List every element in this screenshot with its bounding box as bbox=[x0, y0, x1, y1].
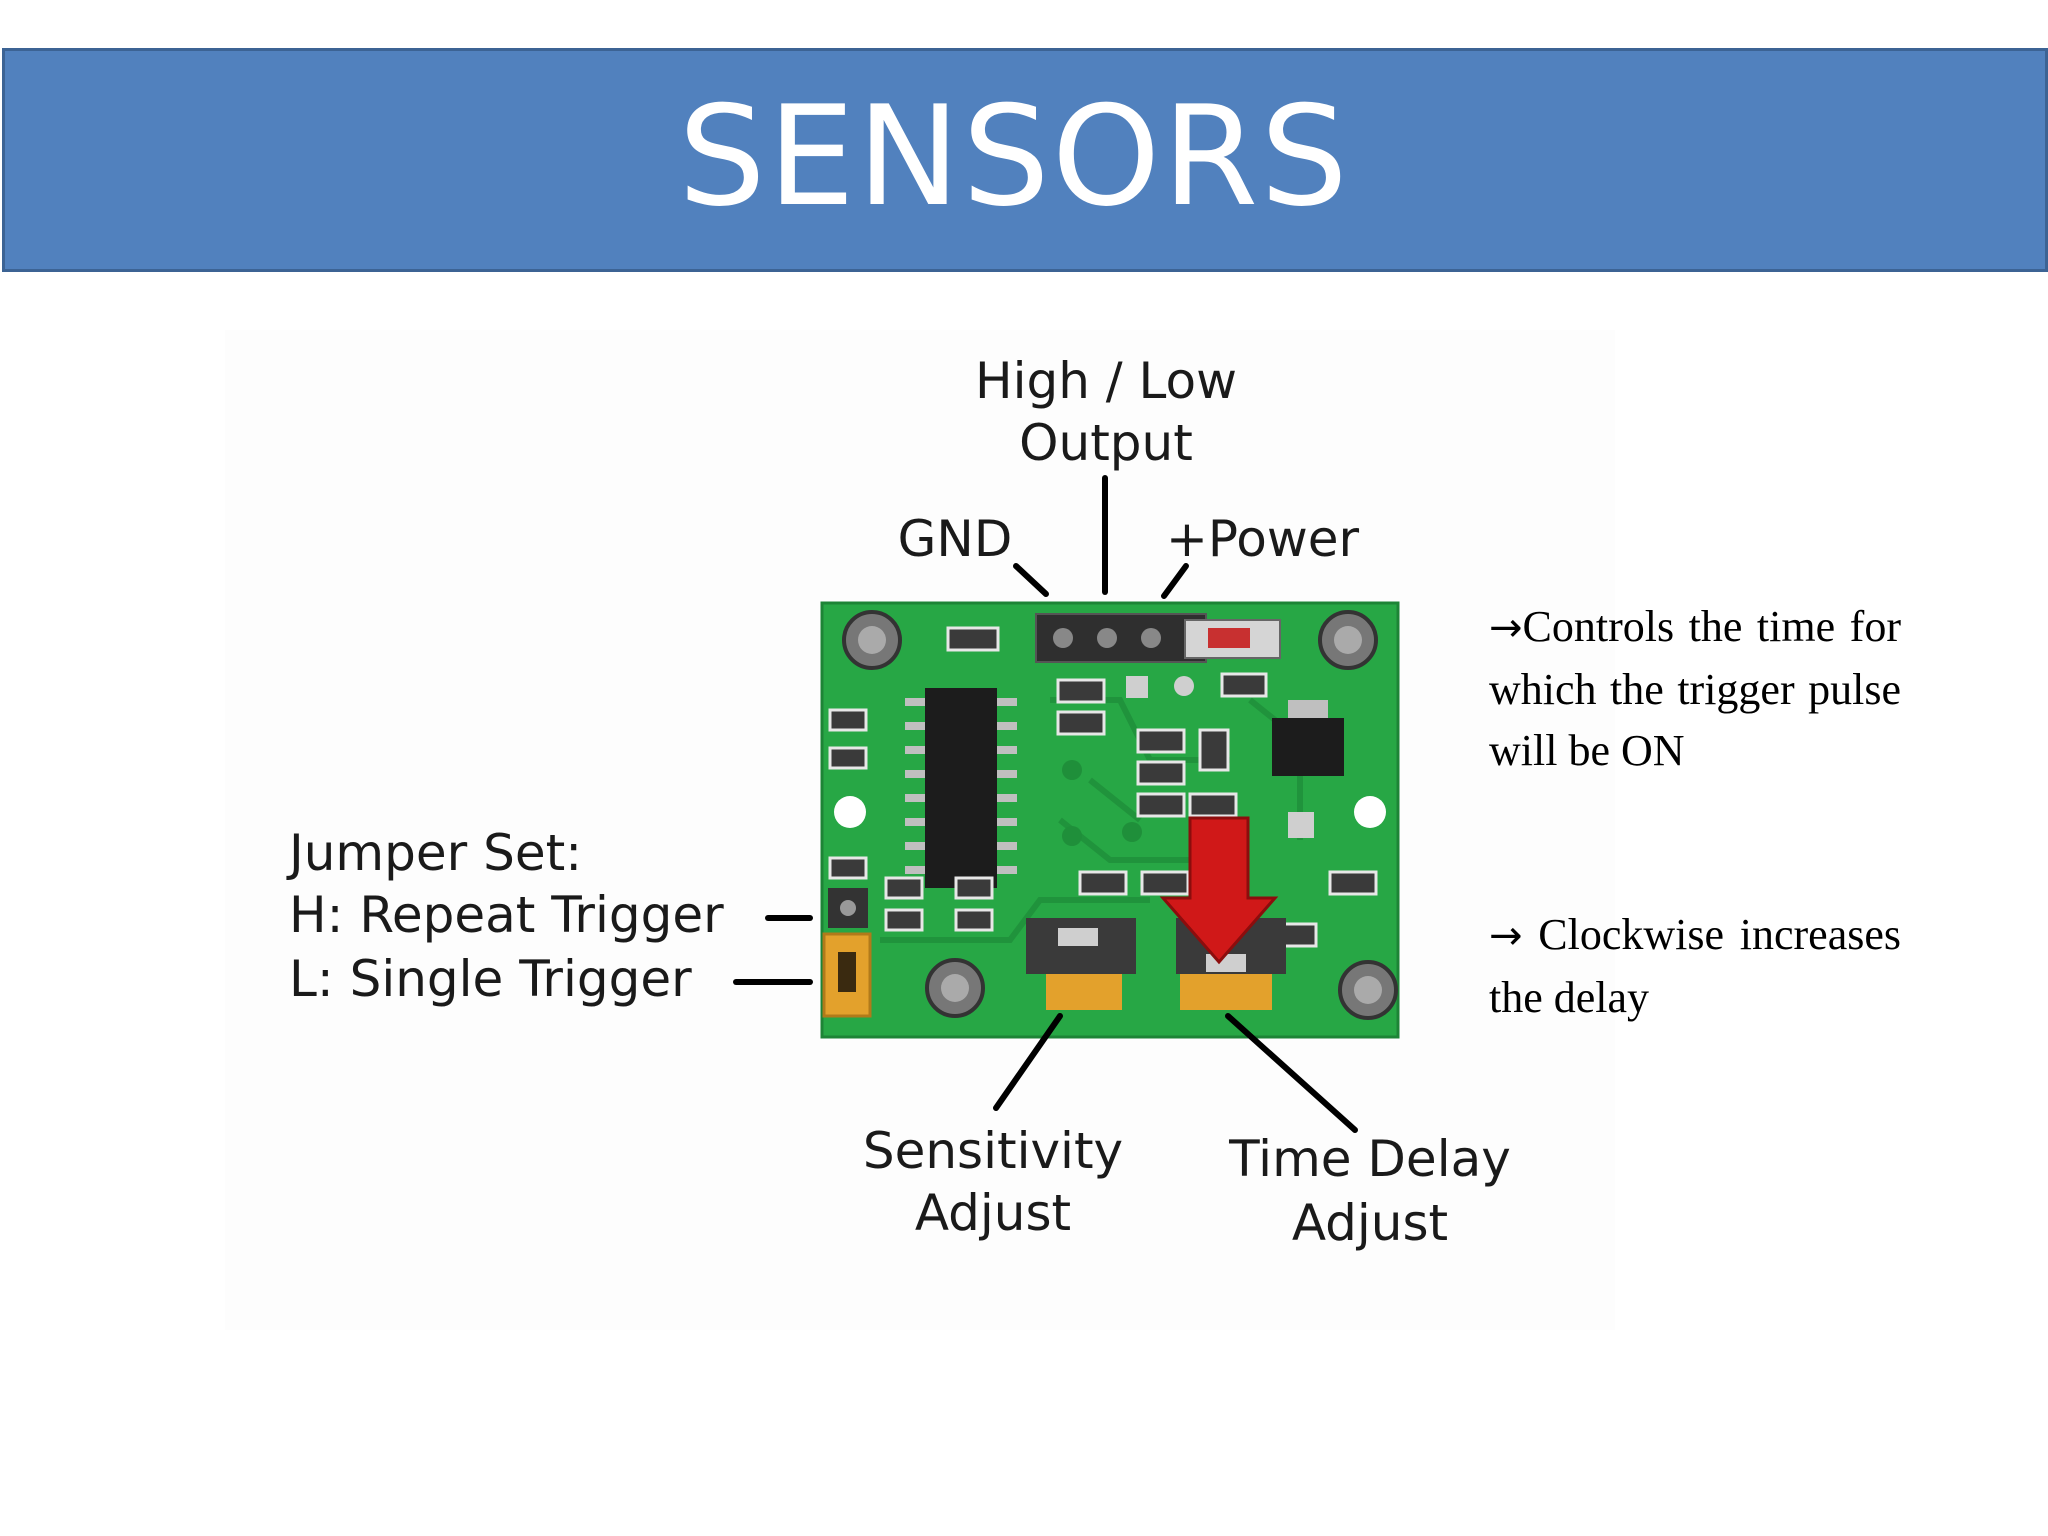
power-label: +Power bbox=[1166, 510, 1360, 568]
power-leader-line bbox=[1161, 563, 1189, 599]
sensitivity-leader-line bbox=[993, 1013, 1063, 1111]
output-label-line2: Output bbox=[1019, 414, 1193, 472]
note-time-control: →Controls the time for which the trigger… bbox=[1489, 596, 1901, 781]
pcb-board bbox=[820, 601, 1400, 1039]
capacitor bbox=[925, 958, 985, 1018]
mounting-hole-right bbox=[1354, 796, 1386, 828]
time-delay-label-line2: Adjust bbox=[1292, 1194, 1448, 1252]
repeat-trigger-label: H: Repeat Trigger bbox=[289, 886, 724, 944]
jumper-set-label: Jumper Set: bbox=[286, 824, 582, 882]
jumper-block bbox=[822, 888, 872, 1018]
title-bar: SENSORS bbox=[2, 48, 2048, 272]
capacitor bbox=[842, 610, 902, 670]
mounting-hole-left bbox=[834, 796, 866, 828]
voltage-regulator bbox=[1272, 718, 1344, 776]
arrow-icon: → bbox=[1489, 605, 1523, 651]
note-text: Controls the time for which the trigger … bbox=[1489, 602, 1901, 775]
time-delay-label-line1: Time Delay bbox=[1228, 1130, 1511, 1188]
gnd-label: GND bbox=[898, 510, 1013, 568]
indicator-arrow bbox=[1159, 816, 1279, 965]
smd-components bbox=[828, 626, 1378, 948]
output-label-line1: High / Low bbox=[975, 352, 1237, 410]
time-delay-leader-line bbox=[1225, 1013, 1358, 1133]
gnd-leader-line bbox=[1013, 563, 1049, 597]
single-trigger-label: L: Single Trigger bbox=[289, 950, 692, 1008]
ic-chip bbox=[905, 688, 1017, 888]
slide-title: SENSORS bbox=[678, 75, 1350, 237]
capacitor bbox=[1338, 960, 1398, 1020]
note-text: Clockwise increases the delay bbox=[1489, 910, 1901, 1022]
sensitivity-potentiometer bbox=[1026, 918, 1136, 1010]
capacitor bbox=[1318, 610, 1378, 670]
sensitivity-label-line2: Adjust bbox=[915, 1184, 1071, 1242]
sensitivity-label-line1: Sensitivity bbox=[863, 1122, 1123, 1180]
note-clockwise: → Clockwise increases the delay bbox=[1489, 904, 1901, 1028]
arrow-icon: → bbox=[1489, 913, 1523, 959]
